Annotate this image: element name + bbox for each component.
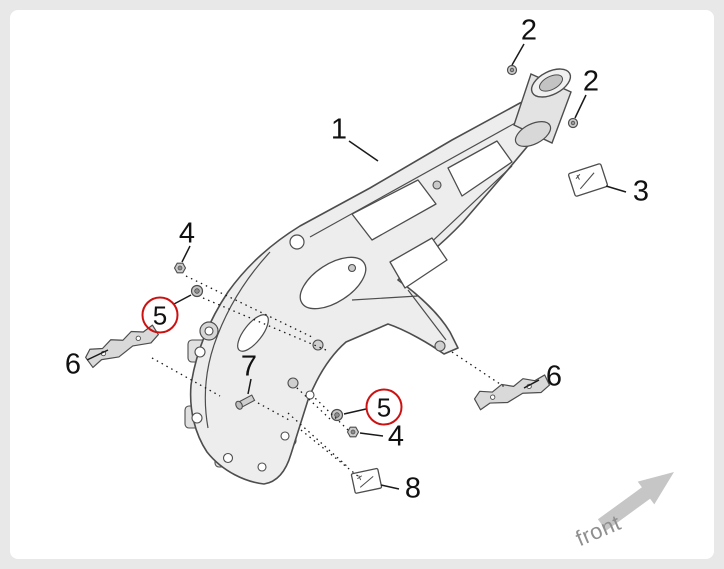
frame-body (184, 92, 552, 485)
leader-line-dotted (257, 402, 292, 422)
callout-4-lower[interactable]: 4 (387, 420, 405, 453)
callout-label: 5 (376, 392, 392, 422)
callout-5-upper[interactable]: 5 (141, 296, 179, 334)
leader-line (511, 43, 525, 66)
leader-line (86, 349, 109, 361)
callout-label: 5 (152, 300, 168, 330)
mount-hole (280, 431, 290, 441)
leader-line (380, 484, 400, 490)
part-4-nut-upper (173, 262, 187, 274)
callout-2-right[interactable]: 2 (582, 65, 600, 98)
part-2-bolt-right (567, 117, 579, 129)
trellis-opening (351, 179, 437, 241)
part-3-plate (567, 163, 609, 197)
callout-label: 3 (632, 175, 650, 208)
callout-1[interactable]: 1 (330, 113, 348, 146)
leader-line (348, 140, 379, 162)
mount-hole (222, 452, 234, 464)
front-arrow-icon (597, 472, 674, 531)
leader-lines (86, 43, 627, 490)
callout-label: 2 (520, 14, 538, 47)
mount-hole (194, 346, 206, 358)
tube-edge (407, 289, 447, 341)
frame-bolt (347, 263, 357, 273)
mount-hole (191, 412, 203, 424)
callout-2-top[interactable]: 2 (520, 14, 538, 47)
trellis-opening (447, 140, 513, 197)
leader-line-dotted (202, 297, 327, 351)
leader-line-dotted (314, 397, 349, 431)
leader-line (181, 245, 191, 263)
leader-line (343, 408, 367, 415)
leader-line (359, 432, 384, 437)
tube-edge (204, 344, 215, 429)
callout-6-right[interactable]: 6 (545, 360, 563, 393)
callout-3[interactable]: 3 (632, 175, 650, 208)
part-8-plate (350, 467, 383, 494)
tube-edge (309, 116, 527, 238)
callout-label: 6 (545, 360, 563, 393)
callout-label: 7 (240, 350, 258, 383)
part-2-bolt-top (506, 64, 518, 76)
mount-hole (305, 390, 315, 400)
callout-4-upper[interactable]: 4 (178, 217, 196, 250)
leader-line-dotted (151, 357, 221, 397)
leader-line (605, 185, 627, 193)
callout-5-lower[interactable]: 5 (365, 388, 403, 426)
mount-boss (434, 340, 446, 352)
pivot-boss-hole (204, 326, 214, 336)
tube-edge (351, 295, 419, 301)
callout-label: 2 (582, 65, 600, 98)
leader-line (173, 294, 192, 305)
frame-hole (289, 234, 305, 250)
leader-line-dotted (295, 386, 331, 420)
callout-label: 4 (387, 420, 405, 453)
part-5-bolt-upper (190, 284, 204, 298)
steering-head (513, 68, 572, 148)
frame-oval-cutout (237, 314, 269, 352)
part-4-nut-lower (346, 426, 360, 438)
callout-8[interactable]: 8 (404, 472, 422, 505)
part-7-bolt (235, 394, 256, 410)
callout-label: 8 (404, 472, 422, 505)
callout-7[interactable]: 7 (240, 350, 258, 383)
callout-label: 4 (178, 217, 196, 250)
leader-line (247, 378, 252, 395)
leader-line (574, 94, 587, 119)
leader-line (523, 379, 540, 389)
callout-6-left[interactable]: 6 (64, 348, 82, 381)
frame-bolt (432, 180, 442, 190)
callout-label: 1 (330, 113, 348, 146)
part-5-bolt-lower (330, 408, 344, 422)
trellis-opening (389, 237, 448, 289)
callout-label: 6 (64, 348, 82, 381)
mount-boss (287, 377, 299, 389)
mount-hole (257, 462, 267, 472)
leader-line-dotted (300, 429, 360, 478)
